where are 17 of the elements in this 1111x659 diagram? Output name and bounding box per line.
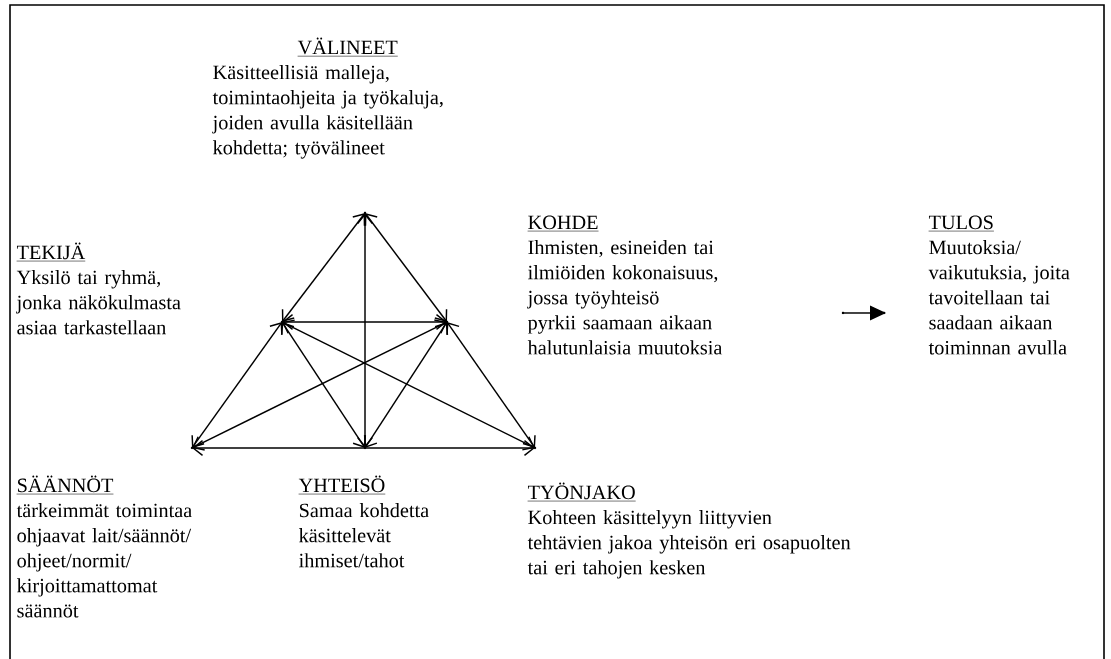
arrow [446,322,536,448]
text-block: TEKIJÄ Yksilö tai ryhmä, jonka näkökulmasta asiaa tarkastellaan [16,242,181,335]
arrow [282,313,447,331]
arrow [192,439,535,457]
text-block: TULOS Muutoksia/ vaikutuksia, joita tavoitellaan tai saadaan aikaan toiminnan avulla [928,215,1070,355]
arrow [192,319,447,451]
text-block: TYÖNJAKO Kohteen käsittelyyn liittyvien tehtävien jakoa yhteisön eri osapuolten tai eri tahojen kesken [527,482,851,579]
arrow [363,322,449,448]
arrow [191,322,283,448]
text-block: VÄLINEET Käsitteellisiä malleja, toimintaohjeita ja työkaluja, joiden avulla käsitellään kohdetta; työvälineet [212,37,443,159]
arrow [364,213,448,322]
text-block: KOHDE Ihmisten, esineiden tai ilmiöiden kokonaisuus, jossa työyhteisö pyrkii saamaan aikaan halutunlaisia muutoksia [527,215,723,355]
text-block: YHTEISÖ Samaa kohdetta käsittelevät ihmiset/tahot [298,475,429,568]
arrow [281,213,366,322]
text-block: SÄÄNNÖT tärkeimmät toimintaa ohjaavat lait/säännöt/ ohjeet/normit/ kirjoittamattomat säännöt [16,475,192,618]
arrow [280,322,367,448]
arrow [282,319,535,451]
